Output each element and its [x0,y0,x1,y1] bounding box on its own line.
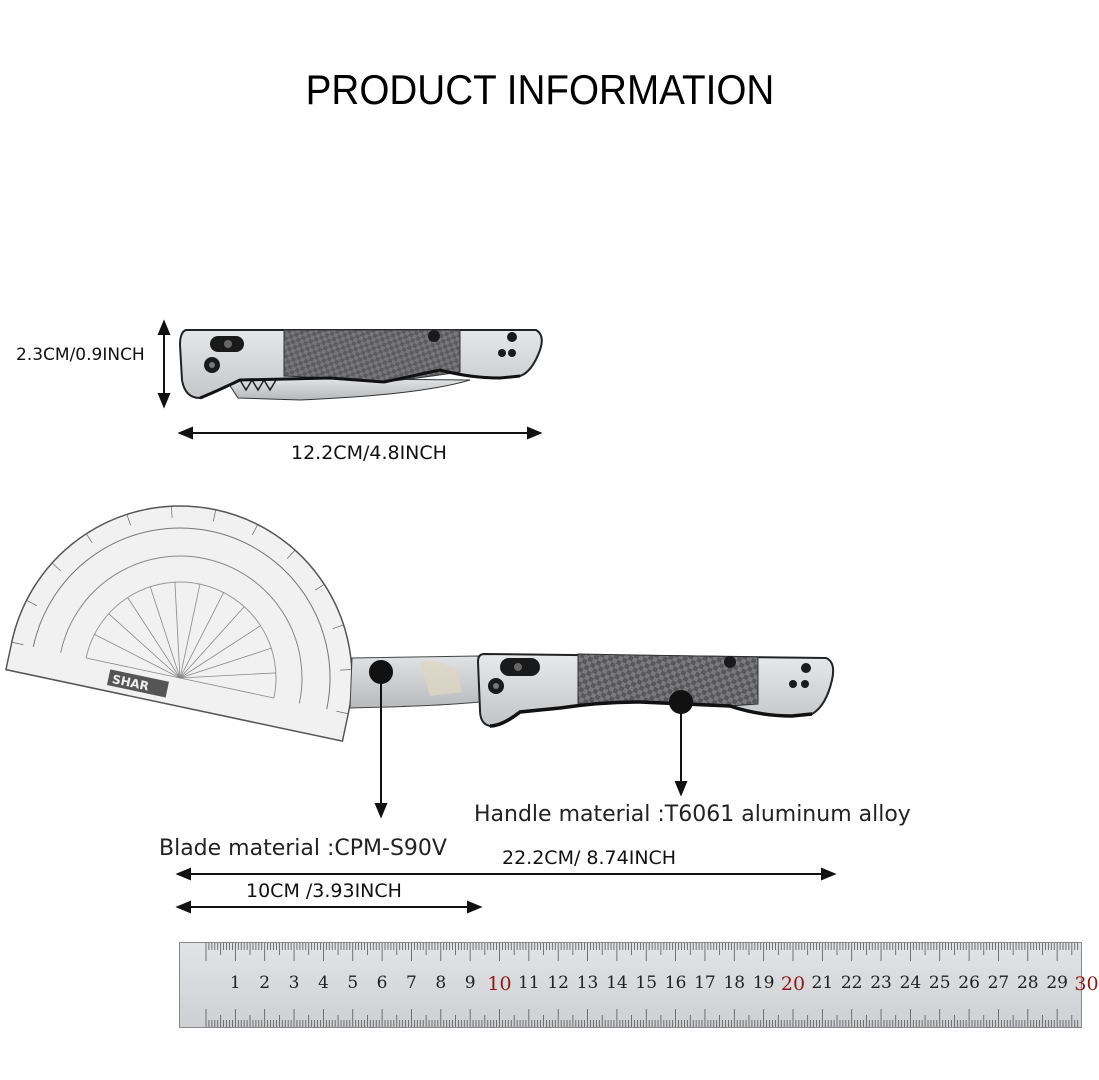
blade-length-label: 10CM /3.93INCH [246,880,402,902]
handle-material-pointer [669,690,693,797]
ruler-number: 23 [870,973,892,993]
ruler-number: 24 [899,973,922,993]
height-dimension-arrow [157,319,171,409]
ruler-number: 16 [664,973,687,993]
ruler-number: 11 [518,973,540,993]
closed-blade [224,377,471,401]
open-knife: Handle material :T6061 aluminum alloy Bl… [0,600,1080,920]
blade-length-arrow [175,900,483,914]
ruler-number: 1 [229,973,241,993]
ruler-number: 27 [987,973,1010,993]
protractor-illustration: SHAR [5,505,353,743]
ruler-number: 5 [347,973,359,993]
ruler-number: 3 [288,973,300,993]
ruler-number: 13 [576,973,599,993]
ruler-number: 10 [487,973,512,995]
ruler-number: 19 [752,973,775,993]
ruler-number: 14 [606,973,628,993]
blade-material-label: Blade material :CPM-S90V [159,836,447,861]
ruler-number: 12 [547,973,570,993]
ruler-number: 20 [780,973,806,995]
open-blade [349,655,481,709]
closed-knife: 2.3CM/0.9INCH 12.2CM/4.8INCH [0,0,1080,480]
ruler-number: 30 [1074,973,1099,995]
ruler-number: 9 [464,973,476,993]
ruler-ticks [205,943,1079,1027]
ruler-number: 7 [406,973,417,993]
ruler-number: 21 [811,973,834,993]
ruler-number: 22 [840,973,863,993]
ruler-number: 15 [635,973,658,993]
ruler-number: 2 [259,973,271,993]
ruler-number: 8 [435,973,447,993]
total-length-arrow [175,867,837,881]
page-title: PRODUCT INFORMATION [305,66,775,113]
total-length-label: 22.2CM/ 8.74INCH [502,847,677,869]
ruler-number: 29 [1046,973,1068,993]
protractor: SHAR [0,500,360,750]
closed-height-label: 2.3CM/0.9INCH [16,345,145,365]
ruler-number: 26 [958,973,980,993]
ruler-number: 25 [928,973,951,993]
blade-material-pointer [369,660,393,819]
ruler-number: 17 [694,973,716,993]
open-knife-illustration [175,652,837,914]
ruler-number: 4 [317,973,329,993]
closed-length-label: 12.2CM/4.8INCH [291,442,447,464]
ruler-number: 18 [723,973,746,993]
handle-material-label: Handle material :T6061 aluminum alloy [474,802,911,827]
ruler-number: 28 [1016,973,1039,993]
ruler-number: 6 [376,973,388,993]
length-dimension-arrow [177,426,543,440]
closed-knife-illustration [157,319,543,440]
